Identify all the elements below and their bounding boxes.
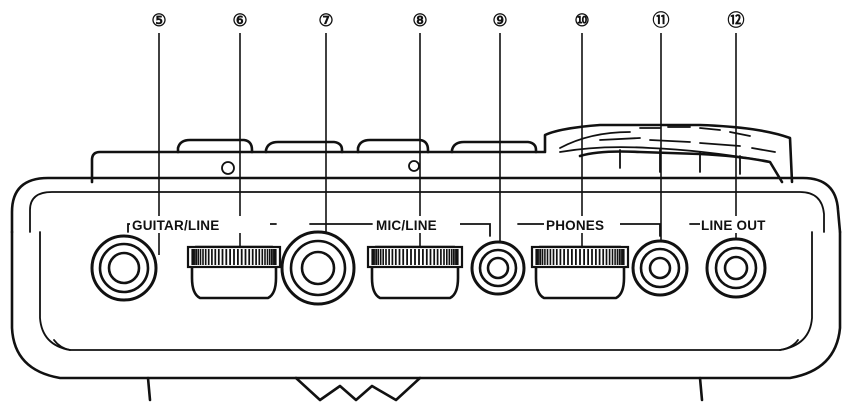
volume-wheel-6	[186, 245, 282, 300]
jack-9	[470, 240, 526, 296]
panel-labels: GUITAR/LINE MIC/LINE PHONES LINE OUT	[130, 216, 778, 233]
jack-12-line-out	[705, 237, 767, 299]
callout-10: ⑩	[574, 11, 589, 30]
callout-11: ⑪	[653, 10, 670, 30]
label-phones: PHONES	[546, 218, 604, 233]
device-body	[10, 176, 842, 402]
callout-numbers: ⑤ ⑥ ⑦ ⑧ ⑨ ⑩ ⑪ ⑫	[151, 10, 744, 30]
label-mic-line: MIC/LINE	[376, 218, 437, 233]
callout-7: ⑦	[318, 11, 333, 30]
callout-6: ⑥	[232, 11, 247, 30]
volume-wheel-8	[366, 245, 464, 300]
top-controls	[90, 123, 794, 184]
callout-12: ⑫	[728, 10, 745, 30]
jack-7-mic-line	[280, 230, 356, 306]
jack-11-phones	[631, 239, 689, 297]
callout-8: ⑧	[412, 11, 427, 30]
callout-9: ⑨	[492, 11, 507, 30]
callout-5: ⑤	[151, 11, 166, 30]
volume-wheel-10	[530, 245, 630, 300]
label-guitar-line: GUITAR/LINE	[132, 218, 219, 233]
label-line-out: LINE OUT	[701, 218, 766, 233]
jack-5-guitar-line	[90, 234, 158, 302]
